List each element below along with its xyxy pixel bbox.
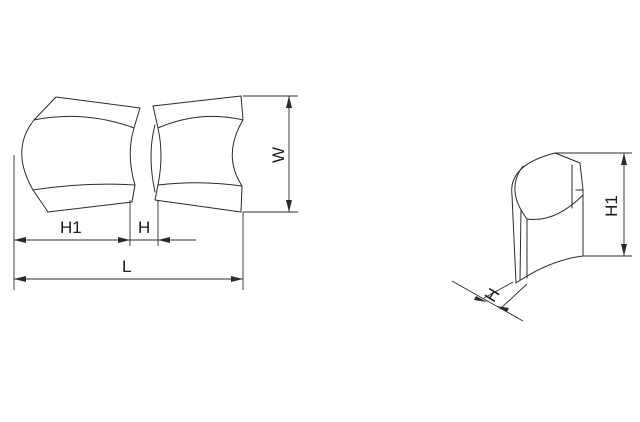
iso-piece-back-curve [514,165,528,220]
iso-piece [511,152,584,284]
w-label: W [269,147,288,163]
iso-h-label: H [481,285,504,305]
left-piece-inner-curve [150,124,156,193]
iso-piece-front-top [526,194,584,220]
right-piece-outline [152,95,244,213]
left-piece-bottom-edge [32,183,136,191]
iso-h-dimension-line [451,280,524,322]
left-piece-outline [21,96,141,213]
h1-label: H1 [60,218,82,237]
right-piece-bottom-edge [157,182,243,187]
left-piece-top-edge [33,115,135,129]
iso-dimensions: H1 H [451,152,632,322]
iso-piece-outline [511,152,584,284]
iso-h1-label: H1 [602,195,621,217]
right-piece-top-edge [157,115,244,129]
front-dimensions: H1 H L W [13,95,298,290]
right-piece [152,95,244,213]
h-label: H [138,218,150,237]
l-label: L [122,257,131,276]
left-piece [21,96,156,213]
